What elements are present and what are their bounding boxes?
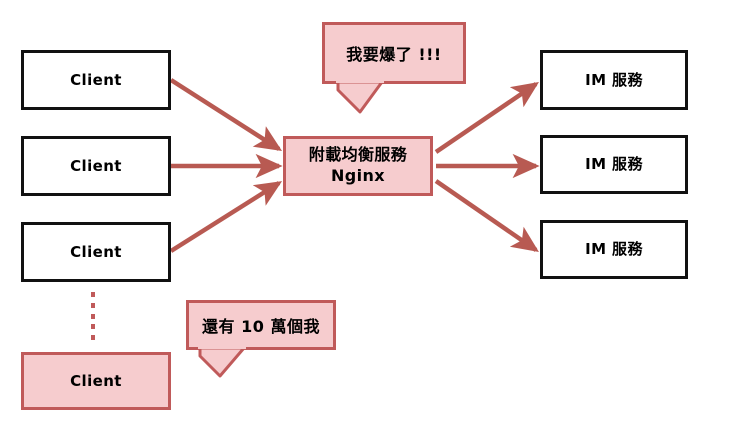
balancer-software-label: Nginx bbox=[330, 166, 386, 185]
im-service-label: IM 服務 bbox=[585, 240, 643, 259]
arrow-balancer-to-service3 bbox=[434, 179, 539, 253]
client-box-2[interactable]: Client bbox=[21, 136, 171, 196]
speech-bubble-overload-tail bbox=[336, 80, 384, 114]
ellipsis-dot bbox=[91, 292, 95, 297]
arrow-client1-to-balancer bbox=[169, 78, 283, 151]
speech-bubble-text: 還有 10 萬個我 bbox=[202, 317, 320, 336]
vertical-ellipsis bbox=[90, 292, 96, 340]
im-service-box-1[interactable]: IM 服務 bbox=[540, 50, 688, 110]
arrow-balancer-to-service1 bbox=[434, 81, 539, 154]
client-box-4[interactable]: Client bbox=[21, 352, 171, 410]
ellipsis-dot bbox=[91, 324, 95, 330]
client-label: Client bbox=[70, 70, 122, 89]
im-service-label: IM 服務 bbox=[585, 155, 643, 174]
speech-bubble-overload[interactable]: 我要爆了 !!! bbox=[322, 22, 466, 84]
client-box-3[interactable]: Client bbox=[21, 222, 171, 282]
speech-bubble-text: 我要爆了 !!! bbox=[346, 45, 442, 64]
speech-bubble-more-clients[interactable]: 還有 10 萬個我 bbox=[186, 300, 336, 350]
ellipsis-dot bbox=[91, 302, 95, 308]
client-label: Client bbox=[70, 371, 122, 390]
client-label: Client bbox=[70, 242, 122, 261]
speech-bubble-more-clients-tail bbox=[198, 346, 246, 378]
im-service-box-2[interactable]: IM 服務 bbox=[540, 135, 688, 194]
im-service-box-3[interactable]: IM 服務 bbox=[540, 220, 688, 279]
balancer-service-label: 附載均衡服務 bbox=[308, 145, 408, 165]
ellipsis-dot bbox=[91, 313, 95, 319]
client-box-1[interactable]: Client bbox=[21, 50, 171, 110]
load-balancer-box[interactable]: 附載均衡服務 Nginx bbox=[283, 136, 433, 196]
im-service-label: IM 服務 bbox=[585, 70, 643, 89]
client-label: Client bbox=[70, 156, 122, 175]
ellipsis-dot bbox=[91, 335, 95, 340]
arrow-client3-to-balancer bbox=[169, 181, 283, 253]
